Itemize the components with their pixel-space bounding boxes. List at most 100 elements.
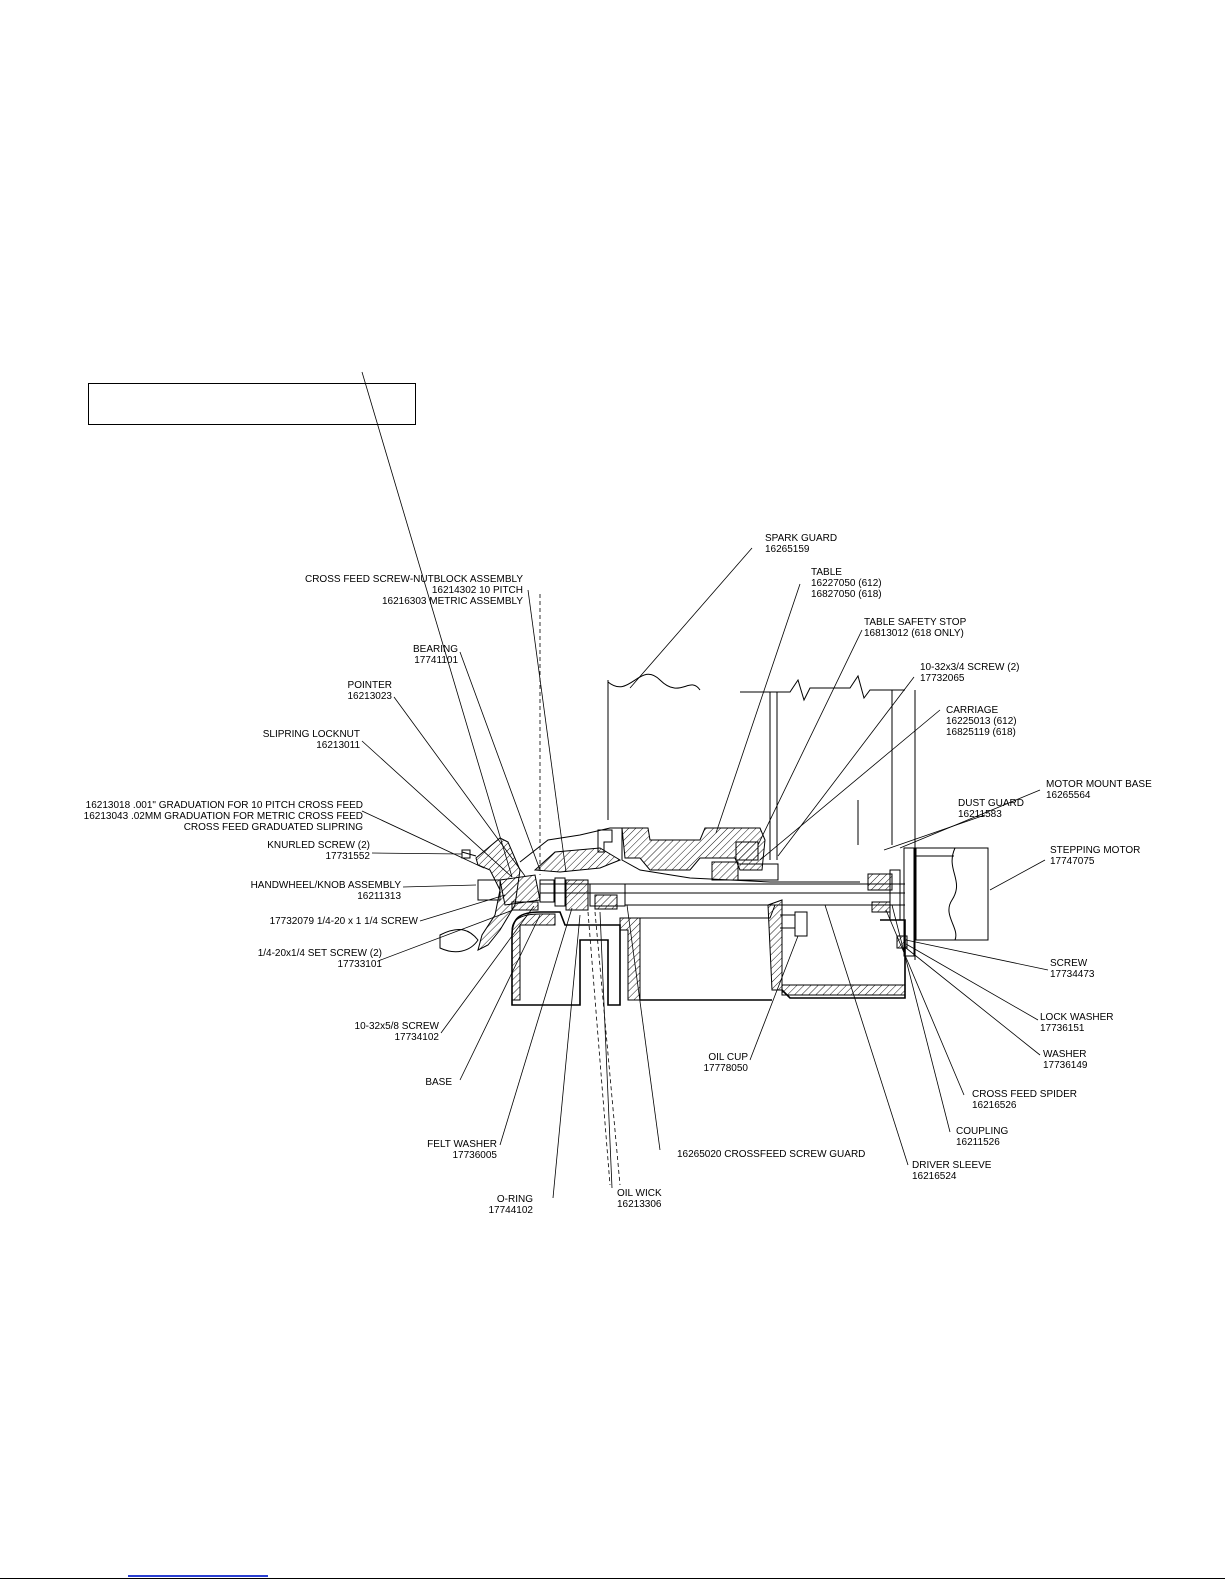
callout-line: CROSS FEED SPIDER xyxy=(972,1089,1077,1100)
callout-line: HANDWHEEL/KNOB ASSEMBLY xyxy=(251,880,402,891)
callout-line: FELT WASHER xyxy=(427,1139,497,1150)
callout-line: TABLE xyxy=(811,567,842,578)
callout-line: 16213023 xyxy=(348,691,393,702)
callout-line: OIL WICK xyxy=(617,1188,662,1199)
callout-line: 17744102 xyxy=(489,1205,534,1216)
callout-line: 17741101 xyxy=(414,655,458,666)
empty-caption-box xyxy=(88,383,416,425)
label-base: BASE xyxy=(425,1077,452,1088)
callout-line: 10-32x5/8 SCREW xyxy=(355,1021,440,1032)
callout-line: 17736005 xyxy=(453,1150,498,1161)
label-screw-1-4-20x1-1-4: 17732079 1/4-20 x 1 1/4 SCREW xyxy=(270,916,419,927)
callout-line: 17734102 xyxy=(395,1032,440,1043)
callout-line: 16213043 .02MM GRADUATION FOR METRIC CRO… xyxy=(84,811,363,822)
callout-line: 16825119 (618) xyxy=(946,727,1016,738)
callout-line: 16225013 (612) xyxy=(946,716,1017,727)
callout-line: 17778050 xyxy=(704,1063,749,1074)
callout-line: LOCK WASHER xyxy=(1040,1012,1114,1023)
callout-line: 16214302 10 PITCH xyxy=(432,585,523,596)
callout-line: TABLE SAFETY STOP xyxy=(864,617,967,628)
callout-line: 16265020 CROSSFEED SCREW GUARD xyxy=(677,1149,865,1160)
callout-line: KNURLED SCREW (2) xyxy=(267,840,370,851)
callout-line: 16265159 xyxy=(765,544,810,555)
callout-line: 17732065 xyxy=(920,673,965,684)
label-set-screw: 1/4-20x1/4 SET SCREW (2)17733101 xyxy=(258,948,383,970)
callout-line: 17736149 xyxy=(1043,1060,1088,1071)
callout-line: WASHER xyxy=(1043,1049,1087,1060)
callout-line: 16216524 xyxy=(912,1171,957,1182)
callout-line: MOTOR MOUNT BASE xyxy=(1046,779,1152,790)
callout-line: 16265564 xyxy=(1046,790,1091,801)
callout-line: 17733101 xyxy=(338,959,383,970)
coupling-shape xyxy=(867,873,893,891)
callout-line: POINTER xyxy=(348,680,392,691)
label-knurled-screw: KNURLED SCREW (2)17731552 xyxy=(267,840,370,862)
mechanical-drawing xyxy=(439,594,989,1186)
callout-line: STEPPING MOTOR xyxy=(1050,845,1140,856)
callout-line: 10-32x3/4 SCREW (2) xyxy=(920,662,1019,673)
callout-line: 16211583 xyxy=(958,809,1002,820)
label-screw-10-32x3-4: 10-32x3/4 SCREW (2)17732065 xyxy=(920,662,1019,684)
footer-rule xyxy=(0,1578,1225,1579)
callout-line: 16213018 .001" GRADUATION FOR 10 PITCH C… xyxy=(86,800,363,811)
callout-line: OIL CUP xyxy=(708,1052,748,1063)
callout-line: 16813012 (618 ONLY) xyxy=(864,628,964,639)
callout-line: 16213306 xyxy=(617,1199,662,1210)
label-crossfeed-screw-guard: 16265020 CROSSFEED SCREW GUARD xyxy=(677,1149,865,1160)
callout-line: DUST GUARD xyxy=(958,798,1024,809)
stepping-motor-shape xyxy=(915,847,989,941)
callout-line: 17734473 xyxy=(1050,969,1095,980)
callout-line: CROSS FEED GRADUATED SLIPRING xyxy=(184,822,364,833)
label-graduated-slipring: 16213018 .001" GRADUATION FOR 10 PITCH C… xyxy=(84,800,364,833)
callout-line: SPARK GUARD xyxy=(765,533,837,544)
callout-line: 17731552 xyxy=(326,851,371,862)
callout-line: BEARING xyxy=(413,644,458,655)
callout-line: 1/4-20x1/4 SET SCREW (2) xyxy=(258,948,382,959)
bearing-shape xyxy=(565,879,589,911)
oil-cup-shape xyxy=(794,911,808,937)
spark-guard-shape xyxy=(607,673,701,820)
callout-line: CROSS FEED SCREW-NUTBLOCK ASSEMBLY xyxy=(305,574,523,585)
callout-line: BASE xyxy=(425,1077,452,1088)
leader-lines xyxy=(361,371,1049,1199)
lead-screw xyxy=(540,883,905,906)
callout-line: O-RING xyxy=(497,1194,533,1205)
callout-line: 16211526 xyxy=(956,1137,1000,1148)
callout-line: 16216526 xyxy=(972,1100,1017,1111)
callout-line: 16213011 xyxy=(316,740,360,751)
footer-link-underline[interactable] xyxy=(128,1575,268,1577)
callout-line: 17732079 1/4-20 x 1 1/4 SCREW xyxy=(270,916,419,927)
callout-line: 16827050 (618) xyxy=(811,589,882,600)
callout-line: 16211313 xyxy=(357,891,401,902)
callout-line: 17747075 xyxy=(1050,856,1095,867)
callout-line: SCREW xyxy=(1050,958,1088,969)
callout-line: 16216303 METRIC ASSEMBLY xyxy=(382,596,523,607)
callout-line: CARRIAGE xyxy=(946,705,999,716)
callout-line: DRIVER SLEEVE xyxy=(912,1160,992,1171)
table-section xyxy=(621,827,766,871)
callout-line: COUPLING xyxy=(956,1126,1008,1137)
callout-line: 16227050 (612) xyxy=(811,578,882,589)
